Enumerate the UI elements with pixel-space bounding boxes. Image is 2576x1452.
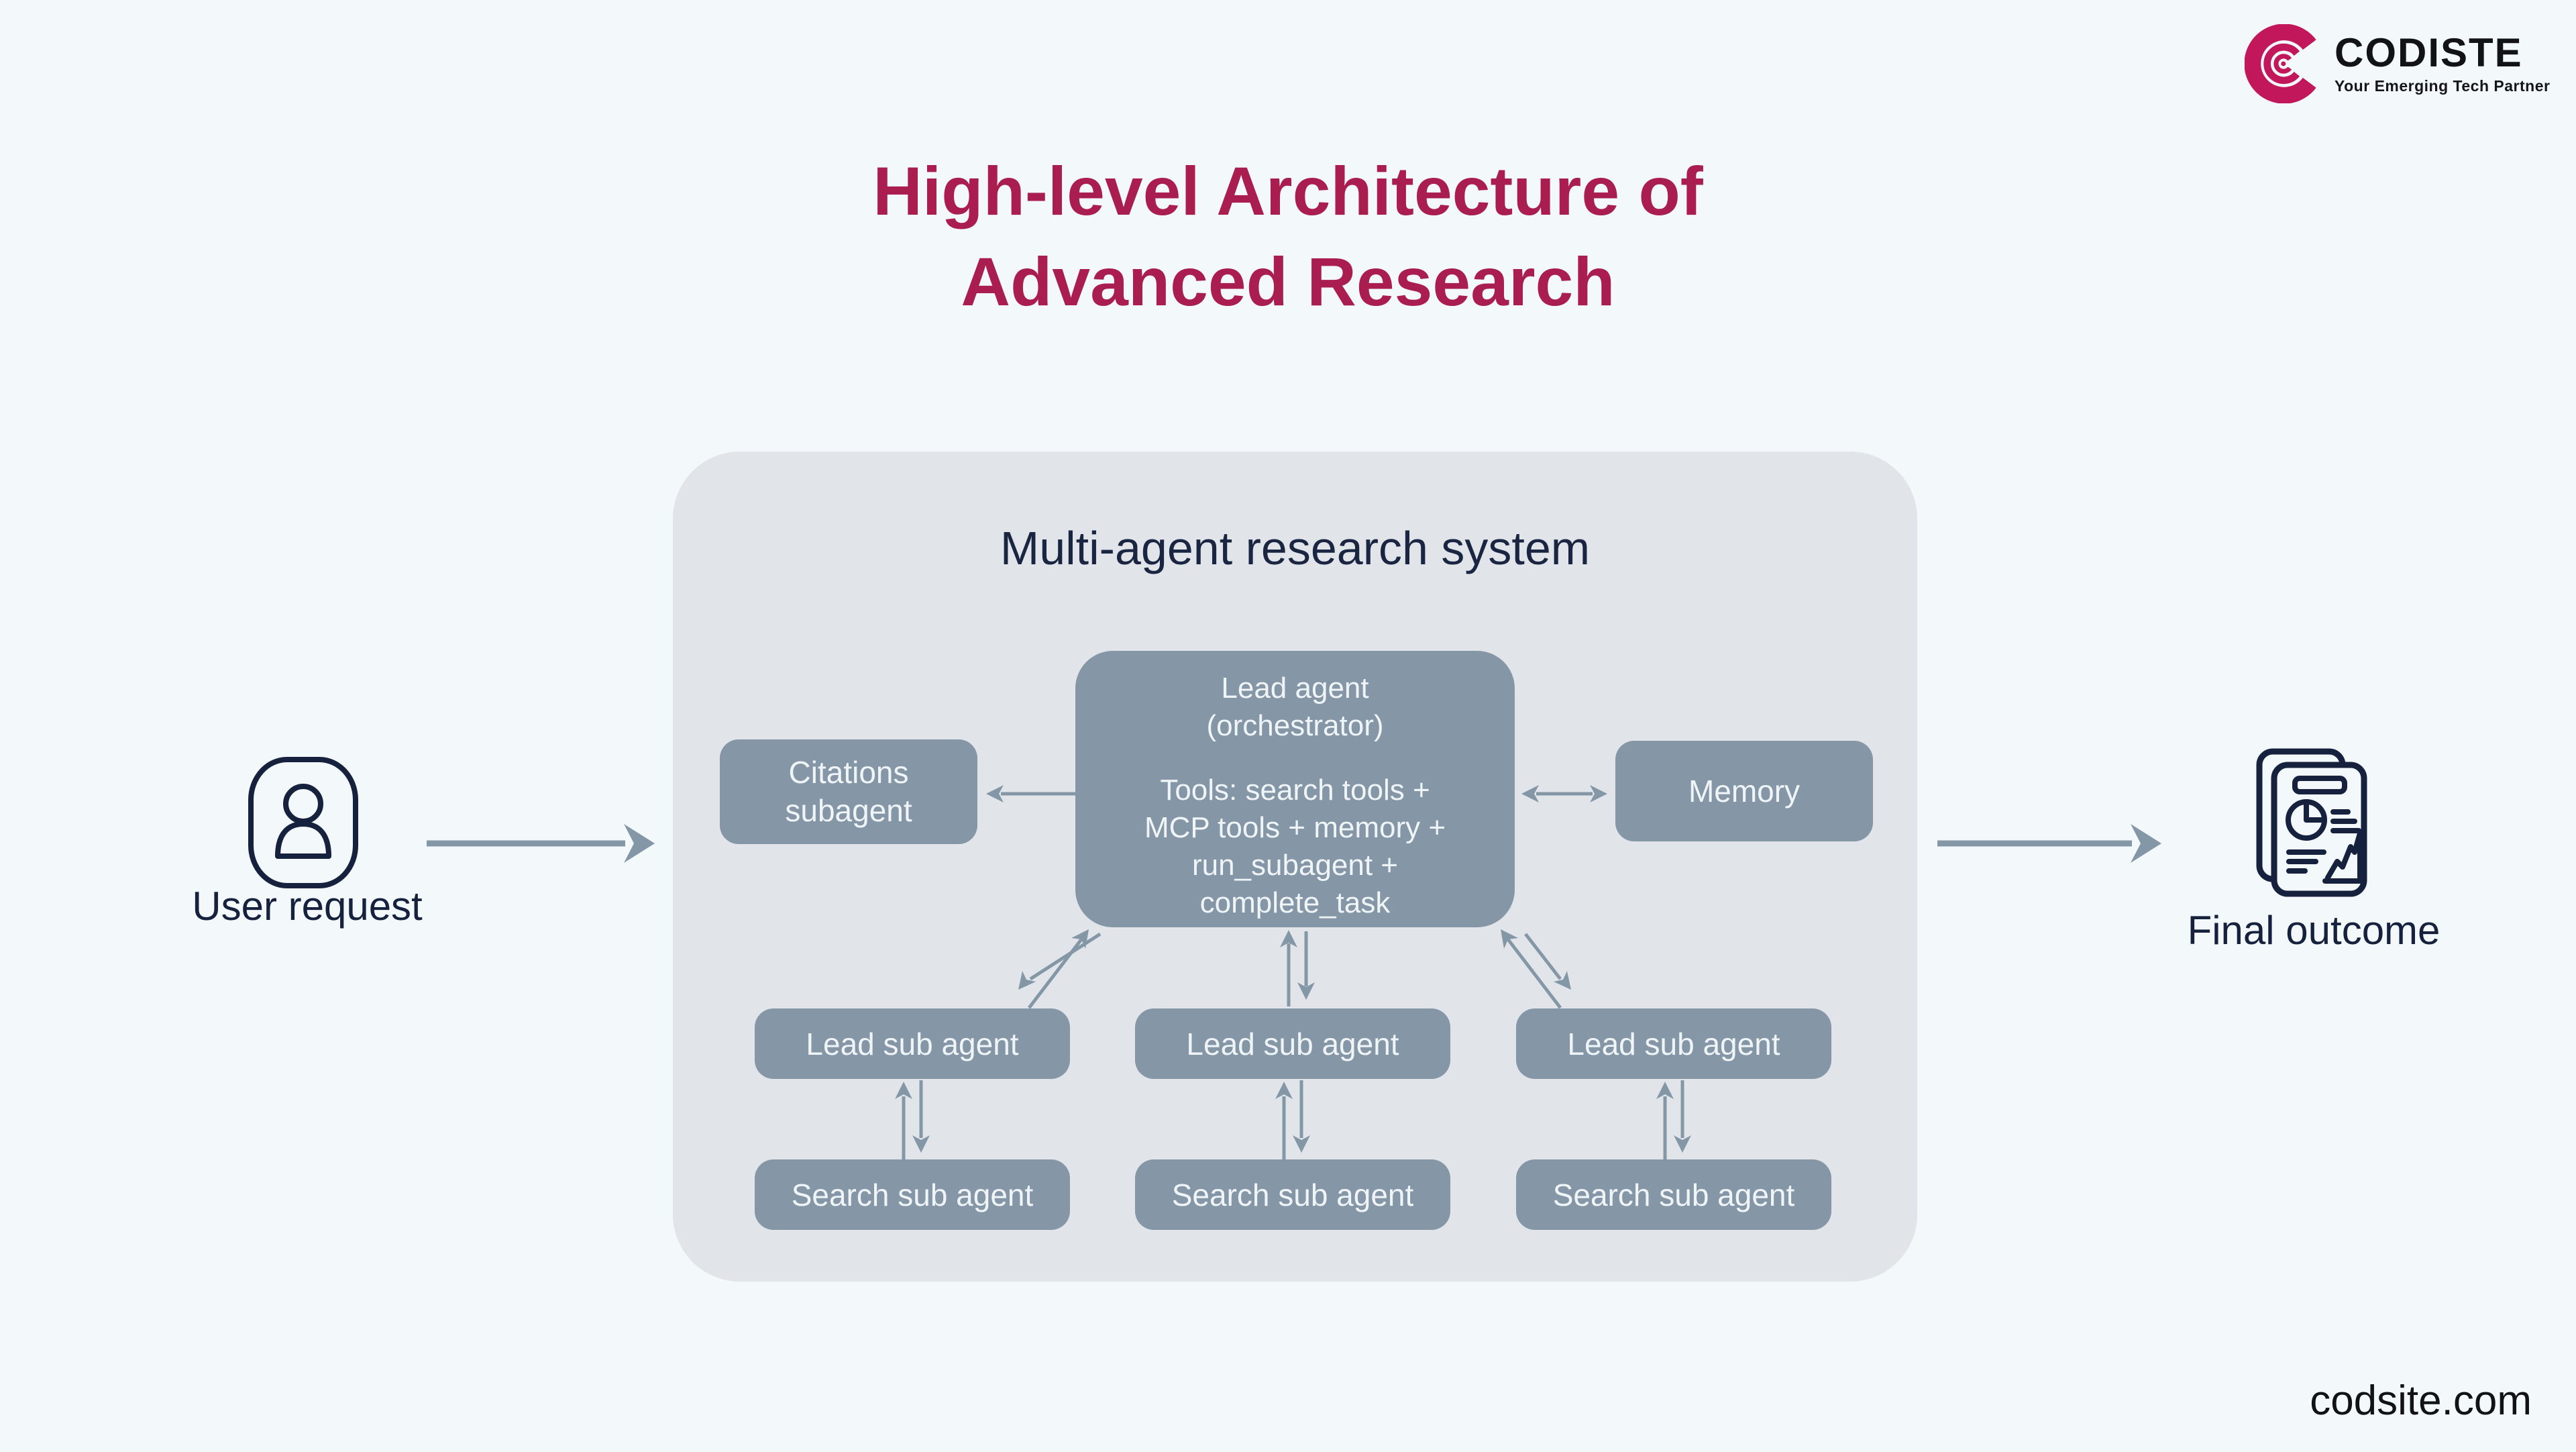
arrow-user-to-system (427, 824, 655, 863)
node-lead-sub-agent-2: Lead sub agent (1135, 1008, 1450, 1079)
system-title: Multi-agent research system (1000, 522, 1591, 574)
logo-text-block: CODISTE Your Emerging Tech Partner (2334, 30, 2551, 95)
node-search-sub-agent-1: Search sub agent (755, 1159, 1070, 1230)
user-request-label: User request (192, 884, 423, 929)
node-lead-sub-agent-1: Lead sub agent (755, 1008, 1070, 1079)
arrow-subagent-search-right (1656, 1080, 1691, 1159)
final-outcome-document-icon (2256, 748, 2367, 897)
arrow-lead-memory-bidirectional (1521, 785, 1607, 802)
node-citations-subagent: Citations subagent (720, 739, 977, 844)
lead-agent-tools-line4: complete_task (1199, 886, 1391, 919)
footer-website: codsite.com (2310, 1378, 2532, 1424)
lead-agent-title-line2: (orchestrator) (1206, 709, 1384, 742)
node-memory-label: Memory (1688, 774, 1801, 809)
node-memory: Memory (1615, 741, 1873, 841)
node-search-sub-agent-3: Search sub agent (1516, 1159, 1831, 1230)
arrow-lead-to-subagent-right (1501, 929, 1571, 1009)
logo-tagline: Your Emerging Tech Partner (2334, 76, 2551, 95)
lead-agent-title-line1: Lead agent (1221, 672, 1369, 705)
user-icon (248, 757, 358, 888)
lead-agent-tools-line1: Tools: search tools + (1160, 774, 1430, 807)
node-label: Search sub agent (1552, 1177, 1795, 1212)
node-label: Search sub agent (1171, 1177, 1414, 1212)
node-lead-agent: Lead agent (orchestrator) Tools: search … (1075, 651, 1515, 927)
arrow-lead-to-subagent-center (1280, 930, 1315, 1006)
node-label: Lead sub agent (1567, 1026, 1780, 1061)
page-title-line1: High-level Architecture of (873, 153, 1703, 229)
node-lead-sub-agent-3: Lead sub agent (1516, 1008, 1831, 1079)
codiste-logo: CODISTE Your Emerging Tech Partner (2245, 24, 2550, 103)
arrow-system-to-final (1937, 824, 2161, 863)
final-outcome-label: Final outcome (2187, 908, 2440, 953)
lead-agent-tools-line2: MCP tools + memory + (1144, 811, 1446, 844)
lead-agent-tools-line3: run_subagent + (1191, 849, 1399, 882)
node-search-sub-agent-2: Search sub agent (1135, 1159, 1450, 1230)
arrow-lead-to-subagent-left (1018, 929, 1102, 1009)
node-citations-label: Citations subagent (785, 754, 912, 829)
arrow-subagent-search-center (1275, 1080, 1310, 1159)
arrow-subagent-search-left (895, 1080, 930, 1159)
codiste-logo-icon (2245, 24, 2316, 103)
node-label: Lead sub agent (1186, 1026, 1399, 1061)
page-title: High-level Architecture of Advanced Rese… (0, 146, 2576, 327)
page-title-line2: Advanced Research (961, 243, 1615, 320)
logo-name: CODISTE (2334, 30, 2523, 75)
arrow-lead-to-citations (986, 785, 1075, 802)
node-label: Search sub agent (791, 1177, 1034, 1212)
node-label: Lead sub agent (806, 1026, 1019, 1061)
